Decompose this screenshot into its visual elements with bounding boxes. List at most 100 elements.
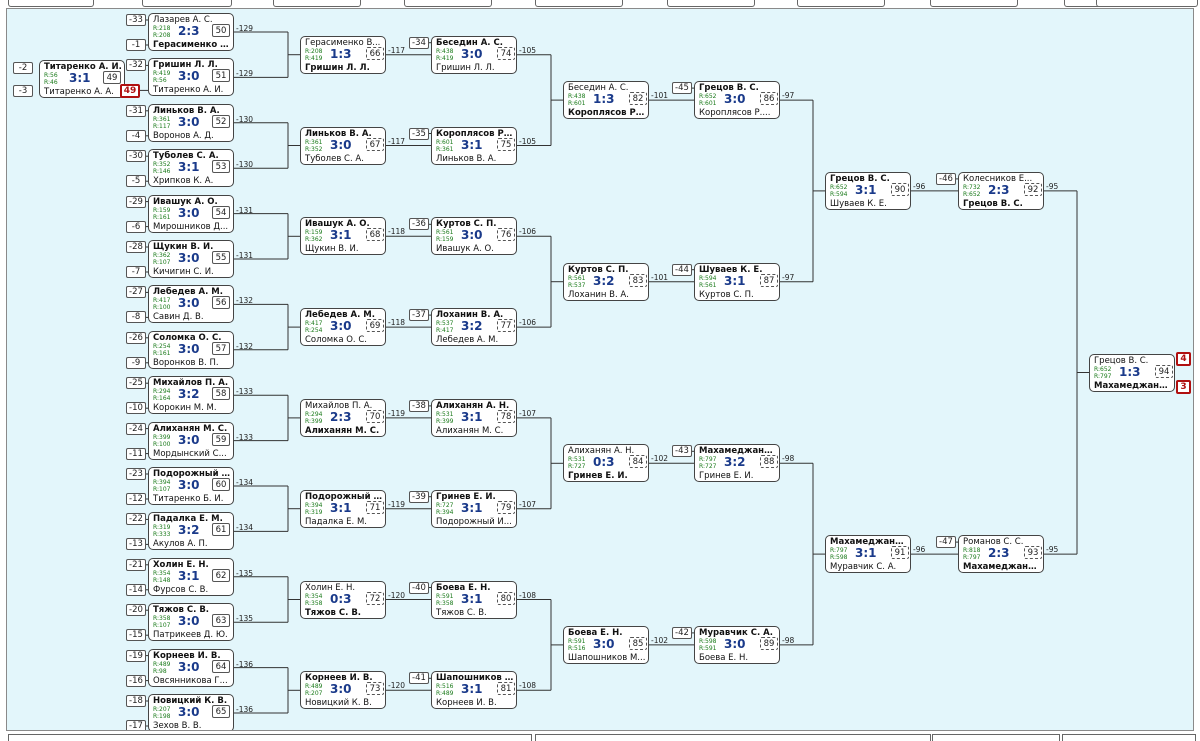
seed-tag: -18 [126, 695, 146, 707]
final-place-second: 3 [1176, 379, 1191, 394]
loser-destination-label: -117 [388, 45, 406, 55]
match-score: 3:0 [178, 296, 200, 311]
player-top-rating: R:531 [568, 456, 586, 464]
player-top-rating: R:797 [699, 456, 717, 464]
seed-tag: -8 [126, 311, 146, 324]
seed-tag: -31 [126, 104, 146, 117]
match-number-tag: 74 [497, 46, 515, 60]
player-bottom-name: Падалка Е. М. [305, 516, 367, 527]
top-tab-cell [667, 0, 755, 7]
loser-destination-label: -135 [236, 568, 254, 578]
match-number-tag: 63 [212, 614, 230, 628]
player-bottom-name: Лебедев А. М. [436, 335, 499, 346]
match-score: 3:1 [855, 546, 877, 561]
player-bottom-name: Герасименко В... [153, 40, 231, 50]
top-tab-cell [273, 0, 361, 7]
seed-tag: -44 [672, 263, 692, 276]
seed-tag: -5 [126, 175, 146, 188]
player-bottom-name: Тяжов С. В. [305, 607, 362, 618]
match-number-tag: 50 [212, 24, 230, 37]
match-number-tag: 80 [497, 591, 515, 605]
loser-destination-label: -95 [1046, 545, 1059, 555]
player-bottom-name: Алиханян М. С. [436, 425, 504, 436]
seed-tag: -46 [936, 172, 956, 185]
match-number-tag: 52 [212, 114, 230, 128]
player-bottom-rating: R:417 [436, 327, 454, 335]
player-top-rating: R:56 [44, 72, 58, 80]
match-score: 3:2 [461, 319, 483, 334]
seed-tag: -15 [126, 629, 146, 642]
player-bottom-name: Титаренко Б. И. [153, 494, 224, 504]
seed-tag: -25 [126, 377, 146, 390]
match-number-tag: 65 [212, 705, 230, 718]
loser-destination-label: -131 [236, 205, 254, 215]
player-top-rating: R:531 [436, 410, 454, 418]
match-score: 3:1 [461, 500, 483, 515]
player-bottom-rating: R:198 [153, 713, 171, 720]
match-score: 3:0 [724, 636, 746, 651]
loser-destination-label: -98 [782, 635, 795, 645]
seed-tag: -1 [126, 39, 146, 51]
player-top-rating: R:561 [568, 274, 586, 282]
player-bottom-name: Шапошников М... [568, 652, 646, 663]
top-tab-cell [535, 0, 623, 7]
match-score: 3:0 [330, 319, 352, 334]
match-score: 3:0 [178, 432, 200, 447]
player-top-rating: R:417 [305, 320, 323, 328]
player-bottom-name: Воронов А. Д. [153, 130, 214, 141]
player-top-rating: R:489 [305, 683, 323, 691]
player-bottom-name: Мордынский С... [153, 448, 227, 459]
match-score: 3:2 [178, 523, 200, 538]
match-score: 2:3 [330, 409, 352, 424]
player-top-rating: R:652 [1094, 365, 1112, 373]
match-score: 0:3 [593, 455, 615, 470]
loser-destination-label: -136 [236, 659, 254, 669]
player-bottom-rating: R:561 [699, 281, 717, 289]
loser-destination-label: -129 [236, 24, 254, 33]
seed-tag: -20 [126, 604, 146, 617]
player-bottom-rating: R:161 [153, 349, 171, 357]
match-number-tag: 92 [1024, 182, 1042, 196]
player-bottom-name: Корнеев И. В. [436, 698, 497, 709]
player-bottom-name: Фурсов С. В. [153, 584, 209, 595]
match-number-tag: 69 [366, 319, 384, 333]
loser-destination-label: -119 [388, 499, 406, 509]
player-bottom-name: Гринев Е. И. [568, 471, 628, 482]
seed-tag: -13 [126, 538, 146, 551]
seed-tag: -37 [409, 309, 429, 322]
loser-destination-label: -96 [913, 181, 926, 191]
bottom-panel-cell [1062, 734, 1196, 741]
loser-destination-label: -130 [236, 114, 254, 124]
player-bottom-rating: R:146 [153, 168, 171, 176]
player-bottom-rating: R:358 [436, 599, 454, 607]
player-top-rating: R:591 [568, 637, 586, 645]
player-bottom-name: Щукин В. И. [305, 244, 359, 255]
match-number-tag: 83 [629, 273, 647, 287]
match-score: 3:0 [178, 205, 200, 220]
loser-destination-label: -119 [388, 408, 406, 418]
player-top-rating: R:208 [305, 47, 323, 55]
match-score: 3:0 [330, 137, 352, 152]
seed-tag: -9 [126, 356, 146, 369]
seed-tag: -29 [126, 195, 146, 208]
match-score: 3:0 [178, 614, 200, 629]
elimination-badge: 49 [120, 84, 140, 99]
match-number-tag: 61 [212, 523, 230, 537]
match-score: 3:1 [461, 591, 483, 606]
player-bottom-name: Акулов А. П. [153, 539, 208, 550]
player-bottom-rating: R:148 [153, 576, 171, 584]
